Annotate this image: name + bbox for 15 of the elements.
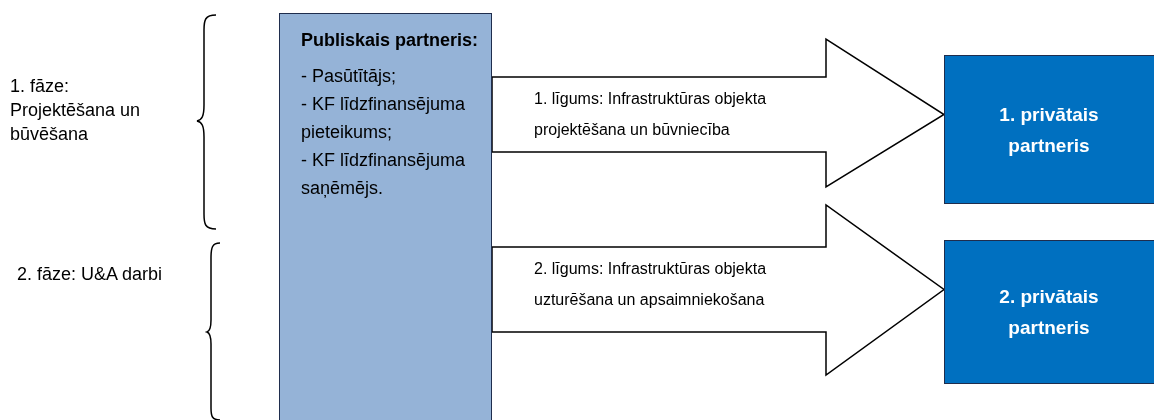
partner-box (944, 55, 1154, 204)
partner-box (279, 13, 492, 420)
block-arrow (491, 37, 946, 189)
list-item: - KF līdzfinansējuma pieteikums; (301, 93, 467, 144)
block-arrow (491, 203, 946, 377)
phase-label: 2. fāze: U&A darbi (17, 263, 164, 286)
list-item: - KF līdzfinansējuma saņēmējs. (301, 149, 467, 200)
list-item: - Pasūtītājs; (301, 65, 398, 88)
box-title: 1. privātais partneris (998, 102, 1100, 158)
partner-box (944, 240, 1154, 384)
box-heading: Publiskais partneris: (301, 29, 480, 52)
edge-label: 2. līgums: Infrastruktūras objekta uzturēšana un apsaimniekošana (534, 259, 768, 310)
edge-label: 1. līgums: Infrastruktūras objekta projektēšana un būvniecība (534, 89, 768, 140)
phase-label: 1. fāze: Projektēšana un būvēšana (10, 75, 142, 146)
box-title: 2. privātais partneris (998, 285, 1100, 340)
